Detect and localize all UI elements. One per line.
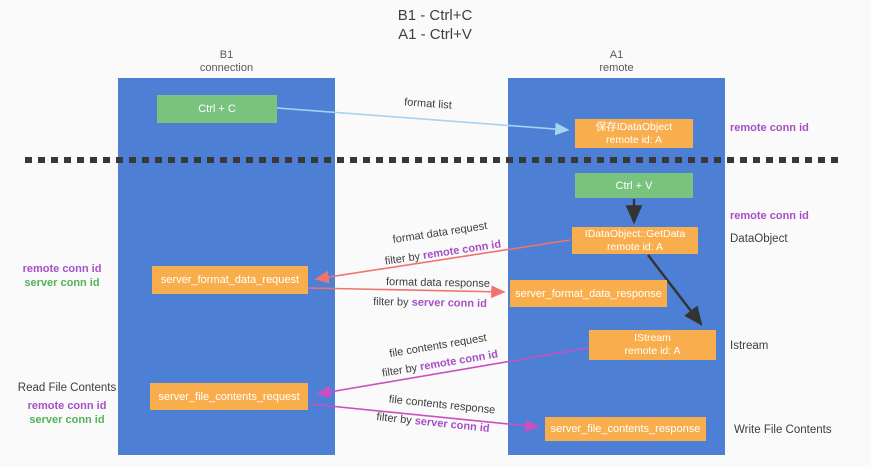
server-file-contents-response-node: server_file_contents_response <box>545 417 706 441</box>
istream-side-label: Istream <box>730 340 769 352</box>
filter-key: server conn id <box>411 296 487 310</box>
left-column-header: B1 connection <box>118 49 335 75</box>
format-data-response-filter-label: filter by server conn id <box>373 296 487 310</box>
ctrl-v-label: Ctrl + V <box>615 179 653 192</box>
getdata-line2: remote id: A <box>606 240 664 253</box>
istream-node: IStream remote id: A <box>589 330 716 360</box>
left-format-remote-conn-id: remote conn id <box>22 263 102 275</box>
istream-line2: remote id: A <box>624 345 681 357</box>
left-column-name: B1 <box>219 49 234 61</box>
filter-key: server conn id <box>414 415 491 435</box>
format-response-label: server_format_data_response <box>515 287 662 300</box>
read-file-contents-label: Read File Contents <box>17 382 117 394</box>
server-format-data-request-node: server_format_data_request <box>152 266 308 294</box>
filter-prefix: filter by <box>375 411 416 428</box>
title-line-1: B1 - Ctrl+C <box>397 7 473 24</box>
right-remote-conn-id-mid-label: remote conn id <box>730 210 809 222</box>
filter-key: remote conn id <box>422 238 502 262</box>
right-column-name: A1 <box>609 49 624 61</box>
format-data-response-flow-label: format data response <box>385 276 491 290</box>
server-format-data-response-node: server_format_data_response <box>510 280 667 307</box>
save-idataobject-node: 保存IDataObject remote id: A <box>575 119 693 148</box>
left-format-server-conn-id: server conn id <box>24 277 100 289</box>
save-idataobject-line1: 保存IDataObject <box>595 120 673 133</box>
left-file-conn-id-labels: Read File Contents remote conn id server… <box>12 381 122 427</box>
file-contents-response-filter-label: filter by server conn id <box>376 411 490 435</box>
filter-prefix: filter by <box>381 361 422 380</box>
left-column-role: connection <box>199 62 254 74</box>
save-idataobject-line2: remote id: A <box>605 133 663 146</box>
format-list-flow-label: format list <box>403 96 453 112</box>
left-file-remote-conn-id: remote conn id <box>27 400 107 412</box>
right-column-header: A1 remote <box>508 49 725 75</box>
right-remote-conn-id-top-label: remote conn id <box>730 122 809 134</box>
idataobject-getdata-node: IDataObject::GetData remote id: A <box>572 227 698 254</box>
file-response-label: server_file_contents_response <box>550 423 701 435</box>
server-file-contents-request-node: server_file_contents_request <box>150 383 308 410</box>
title-line-2: A1 - Ctrl+V <box>398 26 472 43</box>
left-format-conn-id-labels: remote conn id server conn id <box>12 262 112 290</box>
getdata-line1: IDataObject::GetData <box>584 227 686 240</box>
ctrl-v-node: Ctrl + V <box>575 173 693 198</box>
ctrl-c-label: Ctrl + C <box>198 103 236 115</box>
left-file-server-conn-id: server conn id <box>29 414 105 426</box>
format-request-label: server_format_data_request <box>160 274 300 286</box>
filter-prefix: filter by <box>384 250 424 268</box>
file-request-label: server_file_contents_request <box>158 390 300 403</box>
dataobject-label: DataObject <box>730 233 788 245</box>
istream-line1: IStream <box>634 332 671 344</box>
filter-prefix: filter by <box>373 296 412 309</box>
write-file-contents-label: Write File Contents <box>734 424 832 436</box>
ctrl-c-node: Ctrl + C <box>157 95 277 123</box>
right-column-role: remote <box>599 62 634 74</box>
diagram-title: B1 - Ctrl+C A1 - Ctrl+V <box>330 6 540 44</box>
